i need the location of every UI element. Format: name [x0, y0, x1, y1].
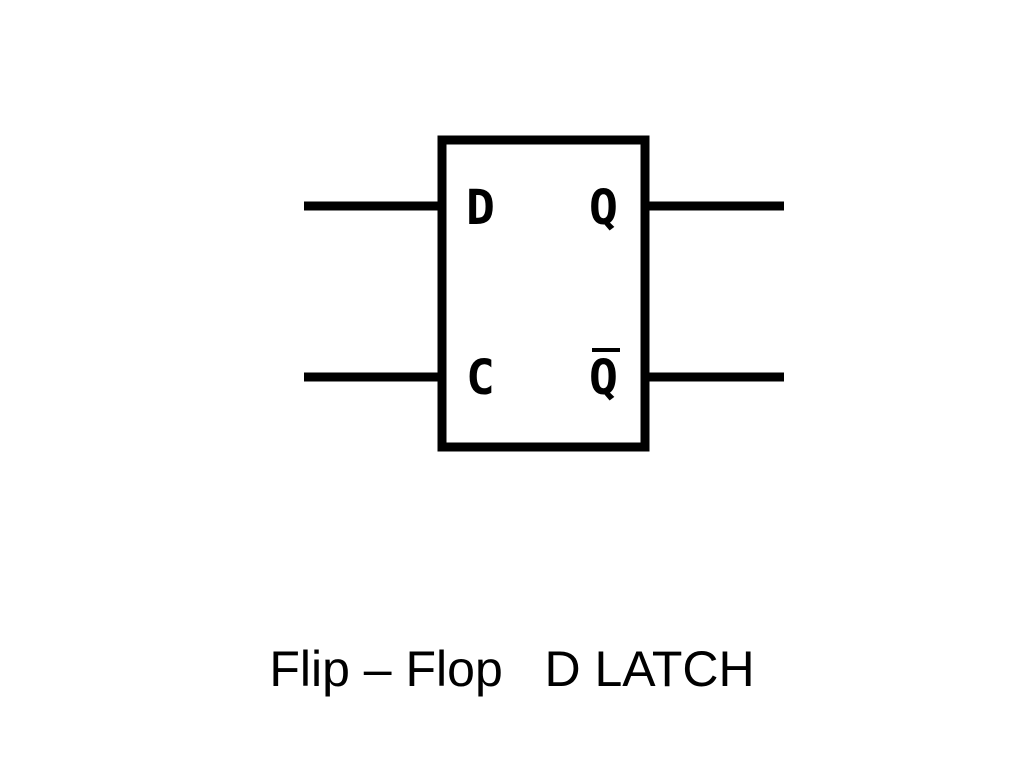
d-pin-label: D	[466, 180, 495, 236]
q-pin-label: Q	[589, 180, 618, 236]
slide-caption: Flip – Flop D LATCH	[269, 641, 755, 697]
q-bar-pin-label: Q	[589, 350, 618, 406]
c-pin-label: C	[466, 350, 495, 406]
latch-body	[437, 135, 650, 452]
